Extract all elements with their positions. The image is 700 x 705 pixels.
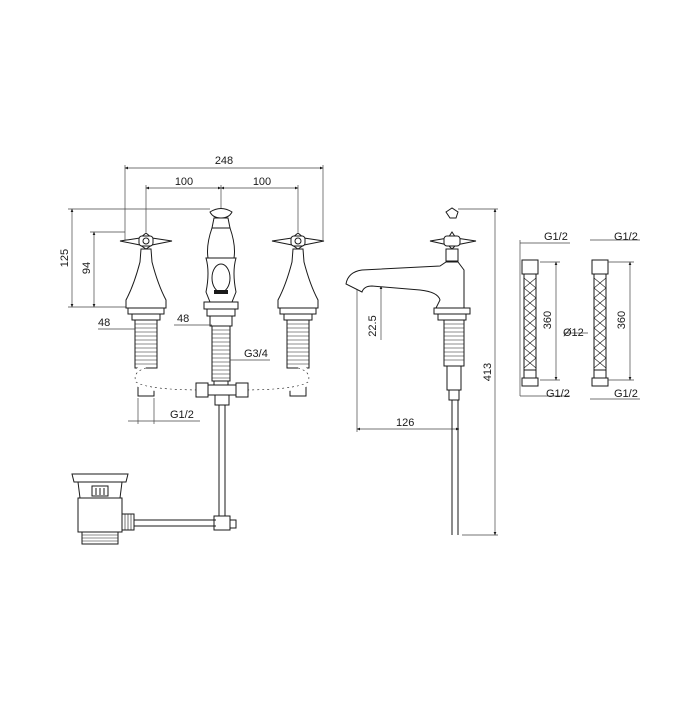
label-hose-a-length: 360 xyxy=(542,311,554,329)
side-view: 413 22.5 126 xyxy=(345,207,498,536)
label-g34: G3/4 xyxy=(244,348,268,360)
dimension-height-125: 125 xyxy=(59,208,210,308)
right-valve xyxy=(271,232,325,397)
dimension-spout-thread: G3/4 xyxy=(230,348,270,361)
label-248: 248 xyxy=(215,155,233,167)
side-tap-body xyxy=(345,207,477,535)
label-48-left: 48 xyxy=(98,317,110,329)
label-125: 125 xyxy=(59,249,71,267)
popup-waste xyxy=(71,473,216,545)
hose-a: G1/2 G1/2 360 Ø12 xyxy=(519,231,588,400)
dimension-tail-thread: G1/2 xyxy=(128,398,200,424)
dimension-deck-offset: 22.5 xyxy=(358,285,383,340)
label-22-5: 22.5 xyxy=(367,315,379,336)
front-view: 248 100 100 125 94 xyxy=(59,155,325,545)
label-hose-b-bottom: G1/2 xyxy=(614,388,638,400)
dimension-centres: 100 100 xyxy=(145,176,299,232)
label-100-left: 100 xyxy=(175,176,193,188)
label-94: 94 xyxy=(81,262,93,274)
centre-spout xyxy=(203,208,239,387)
hose-b: G1/2 G1/2 360 xyxy=(590,231,640,400)
label-g12-tail: G1/2 xyxy=(170,409,194,421)
dimension-height-94: 94 xyxy=(81,231,125,308)
label-100-right: 100 xyxy=(253,176,271,188)
popup-rod xyxy=(213,405,237,531)
label-hose-b-top: G1/2 xyxy=(614,231,638,243)
dimension-shank-centre: 48 xyxy=(174,313,212,326)
label-hose-a-top: G1/2 xyxy=(544,231,568,243)
dimension-overall-width: 248 xyxy=(124,155,324,240)
label-hose-b-length: 360 xyxy=(616,311,628,329)
label-126: 126 xyxy=(396,417,414,429)
dimension-height-413: 413 xyxy=(458,208,498,536)
left-valve xyxy=(119,232,173,397)
dimension-shank-left: 48 xyxy=(98,317,135,330)
label-hose-a-diameter: Ø12 xyxy=(563,327,584,339)
connecting-hoses xyxy=(131,364,313,406)
label-413: 413 xyxy=(482,363,494,381)
label-hose-a-bottom: G1/2 xyxy=(546,388,570,400)
dimension-projection: 126 xyxy=(356,286,460,432)
label-48-centre: 48 xyxy=(177,313,189,325)
